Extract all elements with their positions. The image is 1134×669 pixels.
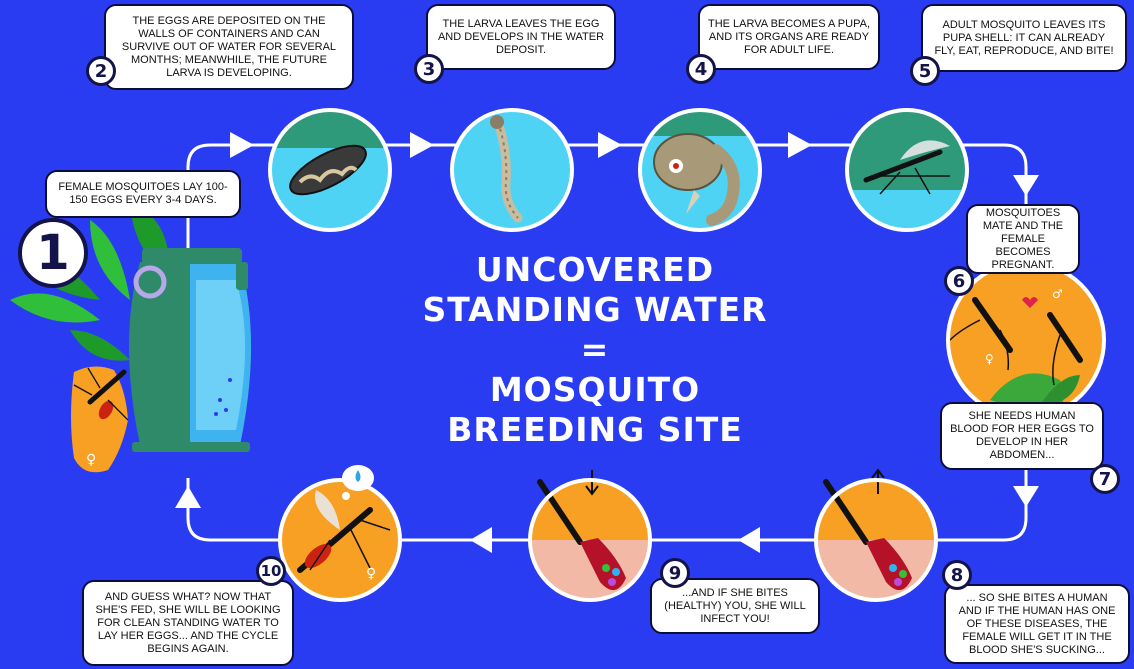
circle-larva: [452, 110, 572, 230]
arrow-right-1: [230, 132, 254, 158]
circle-pupa: [640, 110, 760, 230]
step-6-text: MOSQUITOES MATE AND THE FEMALE BECOMES P…: [976, 207, 1070, 272]
step-8-text: ... SO SHE BITES A HUMAN AND IF THE HUMA…: [954, 592, 1120, 657]
step-10-bubble: AND GUESS WHAT? NOW THAT SHE'S FED, SHE …: [82, 580, 294, 666]
title-line-3: =: [420, 330, 770, 370]
female-symbol-fed: ♀: [366, 566, 376, 582]
arrow-down-1: [1013, 175, 1039, 196]
step-3-number: 3: [414, 54, 444, 84]
central-title: UNCOVERED STANDING WATER = MOSQUITO BREE…: [420, 250, 770, 450]
title-line-5: BREEDING SITE: [420, 410, 770, 450]
step-10-text: AND GUESS WHAT? NOW THAT SHE'S FED, SHE …: [92, 591, 284, 656]
arrow-left-1: [738, 527, 760, 553]
step-6-bubble: MOSQUITOES MATE AND THE FEMALE BECOMES P…: [966, 204, 1080, 274]
circle-fed-female: [280, 465, 400, 600]
step-9-text: ...AND IF SHE BITES (HEALTHY) YOU, SHE W…: [660, 587, 810, 626]
step-5-number: 5: [910, 56, 940, 86]
step-2-number: 2: [86, 56, 116, 86]
step-7-bubble: SHE NEEDS HUMAN BLOOD FOR HER EGGS TO DE…: [940, 402, 1104, 470]
arrow-up-1: [175, 486, 201, 508]
title-line-2: STANDING WATER: [420, 290, 770, 330]
step-3-text: THE LARVA LEAVES THE EGG AND DEVELOPS IN…: [436, 18, 606, 57]
arrow-left-2: [470, 527, 492, 553]
step-8-bubble: ... SO SHE BITES A HUMAN AND IF THE HUMA…: [944, 584, 1130, 664]
step-4-text: THE LARVA BECOMES A PUPA, AND ITS ORGANS…: [708, 18, 870, 57]
step-9-number: 9: [660, 558, 690, 588]
step-3-bubble: THE LARVA LEAVES THE EGG AND DEVELOPS IN…: [426, 4, 616, 70]
step-5-text: ADULT MOSQUITO LEAVES ITS PUPA SHELL: IT…: [931, 19, 1117, 58]
male-symbol-mating: ♂: [1052, 287, 1063, 301]
title-line-1: UNCOVERED: [420, 250, 770, 290]
arrow-right-4: [788, 132, 812, 158]
step-7-number: 7: [1090, 464, 1120, 494]
arrow-right-2: [410, 132, 434, 158]
circle-eggs: [270, 103, 390, 230]
step-4-number: 4: [686, 54, 716, 84]
step-1-text: FEMALE MOSQUITOES LAY 100-150 EGGS EVERY…: [55, 181, 231, 207]
arrow-right-3: [598, 132, 622, 158]
step-4-bubble: THE LARVA BECOMES A PUPA, AND ITS ORGANS…: [698, 4, 880, 70]
title-line-4: MOSQUITO: [420, 370, 770, 410]
female-symbol-mating: ♀: [985, 352, 994, 366]
female-symbol: ♀: [86, 452, 96, 468]
step-6-number: 6: [944, 266, 974, 296]
step-5-bubble: ADULT MOSQUITO LEAVES ITS PUPA SHELL: IT…: [921, 4, 1127, 72]
circle-bite-healthy: [530, 470, 650, 600]
circle-bite-infected: [816, 470, 936, 600]
step-1-number: 1: [18, 218, 88, 288]
step-7-text: SHE NEEDS HUMAN BLOOD FOR HER EGGS TO DE…: [950, 410, 1094, 462]
step-2-bubble: THE EGGS ARE DEPOSITED ON THE WALLS OF C…: [104, 4, 354, 90]
step-8-number: 8: [942, 560, 972, 590]
arrow-down-2: [1013, 486, 1039, 507]
step-1-bubble: FEMALE MOSQUITOES LAY 100-150 EGGS EVERY…: [45, 170, 241, 218]
step-10-number: 10: [256, 556, 286, 586]
circle-adult: [847, 110, 967, 230]
step-2-text: THE EGGS ARE DEPOSITED ON THE WALLS OF C…: [114, 15, 344, 80]
